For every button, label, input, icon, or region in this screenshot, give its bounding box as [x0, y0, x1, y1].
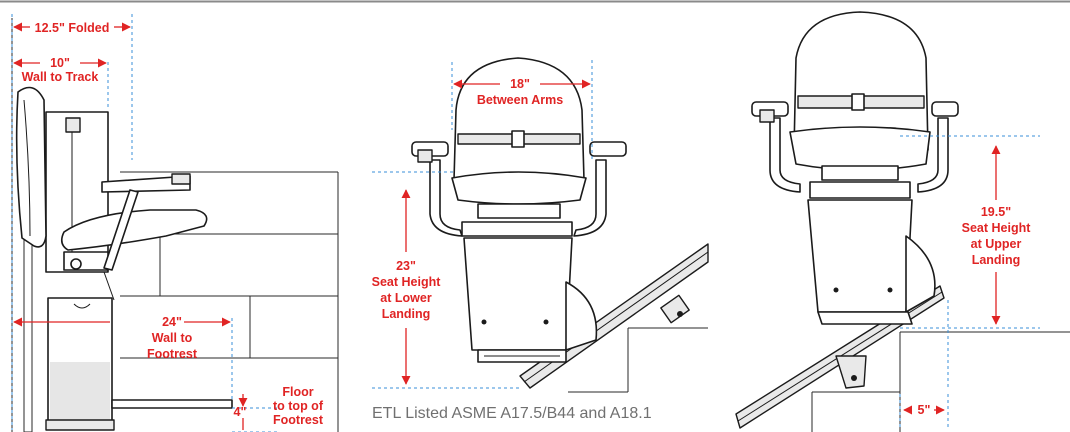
floor-to-footrest-label-1: Floor [282, 385, 313, 399]
wall-to-footrest-value: 24" [162, 315, 182, 329]
seat-height-upper-label-3: Landing [972, 253, 1021, 267]
certification-caption: ETL Listed ASME A17.5/B44 and A18.1 [372, 405, 652, 422]
arm-left-lower [429, 159, 463, 237]
seat-height-lower-label-3: Landing [382, 307, 431, 321]
folded-label: 12.5" Folded [35, 21, 110, 35]
floor-to-footrest-value: 4" [234, 405, 247, 419]
footrest-side [111, 399, 233, 409]
backrest-lower [453, 57, 585, 181]
front-view-upper: 19.5" Seat Height at Upper Landing 5" [735, 11, 1070, 432]
seat-height-upper-value: 19.5" [981, 205, 1011, 219]
seat-height-lower-label-2: at Lower [380, 291, 432, 305]
front-view-lower: 18" Between Arms 23" Seat Height at Lowe… [372, 57, 709, 393]
seat-side [60, 209, 208, 251]
seat-height-upper-label-1: Seat Height [962, 221, 1032, 235]
floor-to-footrest-label-2: to top of [273, 399, 324, 413]
floor-to-footrest-label-3: Footrest [273, 413, 324, 427]
seat-upper [789, 126, 931, 171]
footrest-upper [817, 311, 913, 325]
arm-right-upper [917, 117, 949, 193]
wall-to-footrest-label-2: Footrest [147, 347, 198, 361]
wall-to-footrest-label-1: Wall to [152, 331, 193, 345]
armrest-side [101, 175, 191, 193]
side-view: 12.5" Folded 10" Wall to Track 24" Wall … [11, 14, 339, 432]
carriage-lower [463, 237, 573, 351]
seat-height-upper-label-2: at Upper [971, 237, 1022, 251]
backrest-side [15, 86, 47, 248]
carriage-upper [807, 199, 913, 313]
between-arms-value: 18" [510, 77, 530, 91]
seat-height-lower-label-1: Seat Height [372, 275, 442, 289]
arm-left-upper [769, 117, 801, 193]
between-arms-label: Between Arms [477, 93, 563, 107]
step-offset-value: 5" [918, 403, 931, 417]
wall-to-track-label: Wall to Track [22, 70, 99, 84]
seat-lower [451, 171, 587, 205]
wall-to-track-value: 10" [50, 56, 70, 70]
arm-right-lower [573, 159, 607, 237]
backrest-upper [793, 11, 929, 151]
seat-height-lower-value: 23" [396, 259, 416, 273]
